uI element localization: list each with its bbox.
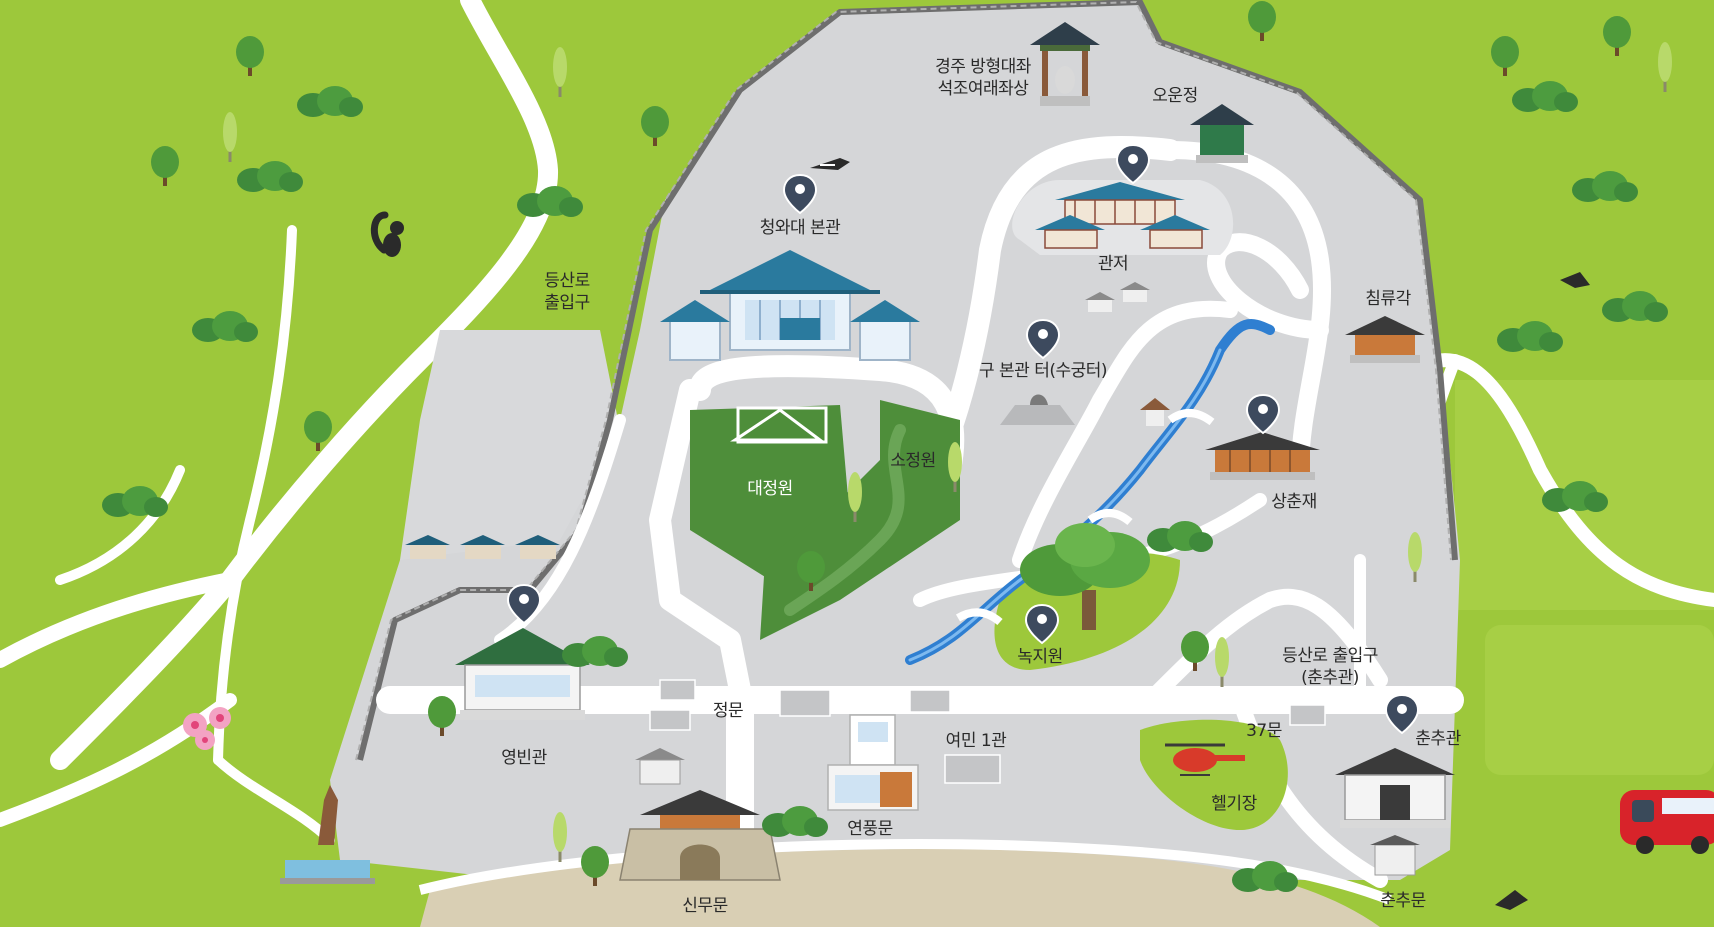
helicopter-icon [1165, 743, 1245, 776]
bridge [1167, 409, 1215, 426]
label-main-building[interactable]: 청와대 본관 [759, 218, 841, 238]
magpie-icon [1495, 890, 1528, 910]
label-nokjiwon[interactable]: 녹지원 [1017, 647, 1063, 667]
label-trail-entrance-west[interactable]: 등산로 출입구 [544, 271, 590, 313]
office-blocks [649, 679, 1326, 784]
old-main-site-monument [1000, 394, 1075, 425]
label-chimnyugak[interactable]: 침류각 [1365, 289, 1411, 309]
yeongbingwan-building [455, 628, 590, 720]
grand-garden-frame [736, 406, 828, 444]
sinmumun-gate [619, 790, 781, 881]
nokjiwon-big-tree [1020, 523, 1150, 630]
grand-garden-lines [730, 408, 825, 442]
label-small-garden[interactable]: 소정원 [890, 451, 936, 471]
stone-buddha-pavilion [1030, 22, 1100, 106]
label-chunchumun[interactable]: 춘추문 [1380, 891, 1426, 911]
label-grand-garden[interactable]: 대정원 [747, 479, 793, 499]
west-plaza [400, 330, 620, 560]
chimnyugak-pavilion [1345, 316, 1425, 363]
label-chunchugwan[interactable]: 춘추관 [1415, 729, 1461, 749]
squirrel-icon [370, 211, 404, 257]
grass-patch-southeast [1485, 625, 1714, 775]
label-yeomin-hall[interactable]: 여민 1관 [945, 731, 1007, 751]
label-heliport[interactable]: 헬기장 [1211, 794, 1257, 814]
label-yeongbingwan[interactable]: 영빈관 [501, 748, 547, 768]
main-building-illustration [660, 250, 920, 361]
small-garden-path [784, 424, 906, 616]
bridge [955, 608, 1003, 626]
label-old-main-site[interactable]: 구 본관 터(수궁터) [978, 361, 1108, 381]
label-gate-37[interactable]: 37문 [1246, 721, 1282, 741]
bus-icon [1620, 790, 1714, 854]
residence-building [1012, 180, 1234, 255]
oun-pavilion [1190, 104, 1254, 163]
small-houses [1085, 282, 1150, 312]
label-sangchunjae[interactable]: 상춘재 [1271, 492, 1317, 512]
monument-sculpture [280, 785, 375, 884]
magpie-icon [1560, 272, 1590, 288]
chunchugwan-building [1335, 748, 1455, 876]
label-residence[interactable]: 관저 [1097, 254, 1129, 274]
label-yeonpungmun[interactable]: 연풍문 [847, 819, 893, 839]
west-pavilions [405, 535, 560, 559]
small-gate [635, 748, 685, 785]
bridge [1087, 509, 1133, 526]
gazebo [1140, 398, 1170, 426]
heliport-lawn [1140, 719, 1288, 830]
label-trail-entrance-east[interactable]: 등산로 출입구 (춘추관) [1282, 646, 1378, 688]
label-main-gate[interactable]: 정문 [712, 701, 744, 721]
label-sinmumun[interactable]: 신무문 [682, 896, 728, 916]
sangchunjae-building [1205, 432, 1320, 480]
magpie-icon [810, 158, 850, 170]
flowers [183, 707, 231, 750]
label-oun-pavilion[interactable]: 오운정 [1152, 86, 1198, 106]
label-stone-buddha[interactable]: 경주 방형대좌 석조여래좌상 [935, 57, 1031, 99]
yeonpungmun-building [827, 714, 919, 811]
